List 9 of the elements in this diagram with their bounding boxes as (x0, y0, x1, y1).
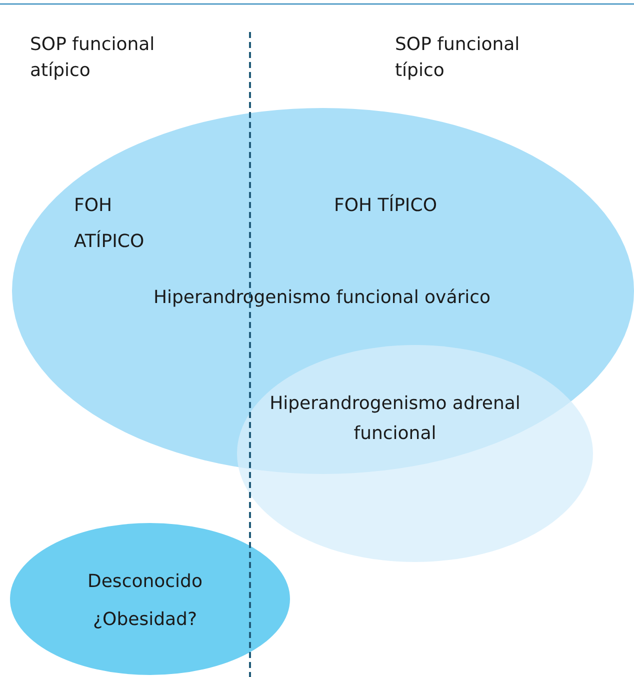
region-label: Hiperandrogenismo adrenal funcional (268, 392, 522, 446)
column-heading: SOP funcional atípico (30, 33, 156, 83)
region-label: Desconocido ¿Obesidad? (86, 570, 204, 632)
region-label: FOH TÍPICO (334, 193, 438, 218)
ellipse-region (237, 345, 593, 562)
region-label: Hiperandrogenismo funcional ovárico (152, 286, 492, 310)
column-heading: SOP funcional típico (395, 33, 521, 83)
ellipse-region (10, 523, 290, 675)
region-label: FOH ATÍPICO (74, 194, 146, 254)
